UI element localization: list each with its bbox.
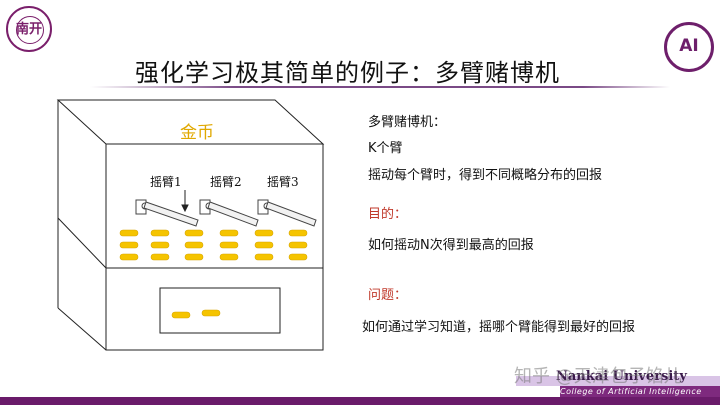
slide-title: 强化学习极其简单的例子：多臂赌博机 — [135, 59, 560, 87]
coin-tray — [159, 287, 281, 334]
machine-bottom-left-edge — [57, 307, 107, 351]
goal-label: 目的： — [368, 207, 408, 222]
lever-1 — [135, 199, 199, 227]
arm-label-3: 摇臂3 — [267, 175, 299, 189]
coin-label: 金币 — [180, 123, 214, 143]
k-arms-text: K个臂 — [368, 141, 403, 156]
machine-side-divider — [57, 217, 107, 269]
footer-bottom-bar — [0, 397, 720, 405]
watermark: 知乎 @天津包子馅儿 — [514, 366, 682, 387]
bandit-heading: 多臂赌博机： — [368, 115, 447, 130]
goal-text: 如何摇动N次得到最高的回报 — [368, 238, 534, 253]
ai-college-logo: AI — [664, 22, 714, 72]
coin-stacks — [119, 229, 308, 319]
arm-label-2: 摇臂2 — [210, 175, 242, 189]
title-underline — [90, 86, 670, 88]
question-text: 如何通过学习知道，摇哪个臂能得到最好的回报 — [362, 320, 636, 335]
question-label: 问题： — [368, 288, 408, 303]
university-name: Nankai University — [556, 369, 687, 384]
down-arrow-icon — [181, 190, 189, 213]
footer-light-band — [516, 376, 720, 386]
arm-label-1: 摇臂1 — [150, 175, 182, 189]
footer-college-band — [560, 386, 720, 397]
lever-3 — [257, 199, 317, 227]
logo-inner-ring — [16, 16, 44, 44]
machine-front-face — [105, 143, 324, 351]
slot-machine-illustration: 金币 摇臂1 摇臂2 摇臂3 — [56, 99, 325, 351]
university-logo: 南开 — [6, 6, 52, 52]
ai-logo-text: AI — [679, 36, 699, 56]
logo-glyph: 南开 — [15, 22, 42, 37]
college-name: College of Artificial Intelligence — [560, 387, 702, 396]
reward-distribution-text: 摇动每个臂时，得到不同概略分布的回报 — [368, 168, 603, 183]
lever-2 — [199, 199, 259, 227]
